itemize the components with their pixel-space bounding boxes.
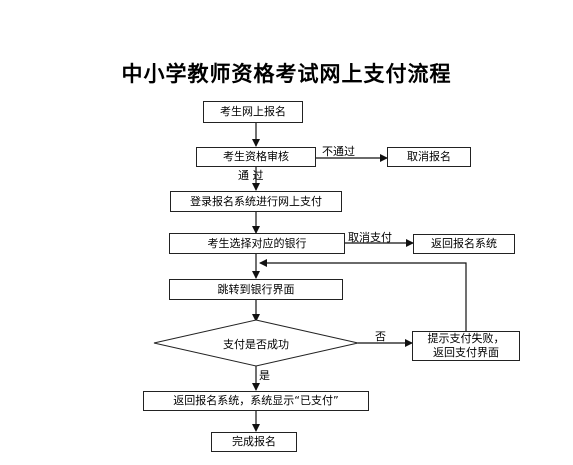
fail-line-1: 提示支付失败， [427,332,505,345]
node-return-paid: 返回报名系统，系统显示“已支付” [143,391,369,411]
node-complete: 完成报名 [211,432,297,452]
label-fail-review: 不通过 [322,145,355,158]
decision-diamond [153,319,359,367]
edge-fail-loop [259,259,467,331]
node-jump-bank: 跳转到银行界面 [169,279,343,300]
label-no: 否 [375,330,386,343]
node-qualification-review: 考生资格审核 [196,147,316,167]
fail-line-2: 返回支付界面 [433,346,499,359]
node-choose-bank: 考生选择对应的银行 [169,233,345,254]
node-login-pay: 登录报名系统进行网上支付 [170,191,342,212]
label-cancel-payment: 取消支付 [348,231,392,244]
label-pass-review: 通 过 [238,169,264,182]
node-payment-success: 支付是否成功 [223,338,289,351]
node-return-system: 返回报名系统 [413,234,515,254]
node-payment-failed: 提示支付失败， 返回支付界面 [412,331,520,361]
page-title: 中小学教师资格考试网上支付流程 [121,62,452,86]
label-yes: 是 [259,369,270,382]
node-cancel-registration: 取消报名 [387,147,471,167]
node-register-online: 考生网上报名 [203,101,303,123]
